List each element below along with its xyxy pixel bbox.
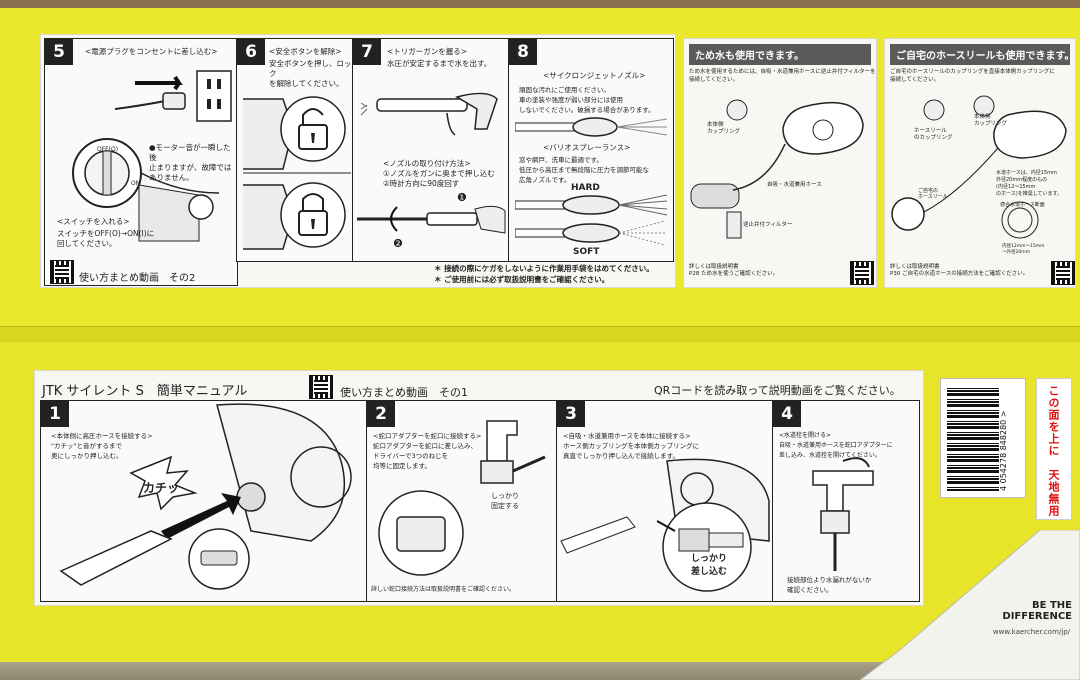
dial-on-label: ON xyxy=(131,180,141,187)
step-text: <蛇口アダプターを蛇口に接続する> 蛇口アダプターを蛇口に差し込み、 ドライバー… xyxy=(373,432,482,470)
panel-header: ご自宅のホースリールも使用できます。 xyxy=(890,44,1075,65)
step-text: <本体側に高圧ホースを接続する> "カチッ"と音がするまで 奥にしっかり押し込む… xyxy=(51,432,153,460)
panel-footer: 詳しくは取扱説明書 P30 ご自宅の水道ホースの接続方法をご確認ください。 xyxy=(890,264,1029,277)
qr-instruction: QRコードを読み取って説明動画をご覧ください。 xyxy=(654,384,901,397)
step-number: 4 xyxy=(773,401,801,427)
manual-title: JTK サイレント S 簡単マニュアル xyxy=(42,384,248,399)
soft-label: SOFT xyxy=(573,247,600,257)
warning-manual: ＊ ご使用前には必ず取扱説明書をご確認ください。 xyxy=(434,275,610,284)
hose-dims: 内径12mm～15mm ～外径20mm xyxy=(1002,244,1045,255)
side-panel-rainwater: ため水も使用できます。 ため水を使用するためには、自吸・水道兼用ホースに逆止弁付… xyxy=(683,38,877,288)
step-number: 5 xyxy=(45,39,73,65)
hose-reel-illustration xyxy=(891,95,1067,239)
trigger-gun-illustration xyxy=(360,92,498,136)
warning-gloves: ＊ 接続の際にケガをしないように作業用手袋をはめてください。 xyxy=(434,264,654,273)
cyclone-nozzle-illustration xyxy=(515,117,668,137)
step-8-panel: 8 <サイクロンジェットノズル> 頑固な汚れにご使用ください。 車の塗装や強度が… xyxy=(508,38,674,262)
hose-coupling-illustration xyxy=(560,458,770,592)
switch-title: <スイッチを入れる> xyxy=(57,217,130,226)
reel-label: ご自宅の ホースリール xyxy=(918,188,948,200)
step-number: 2 xyxy=(367,401,395,427)
step-number: 3 xyxy=(557,401,585,427)
step-number: 8 xyxy=(509,39,537,65)
bottom-step-4-panel: 4 <水道栓を開ける> 自吸・水道兼用ホースを蛇口アダプターに 差し込み、水道栓… xyxy=(772,400,920,602)
nozzle-attach-illustration xyxy=(357,205,506,234)
step-footer: 接続部位より水漏れがないか 確認ください。 xyxy=(787,576,872,594)
reel-coupling-label: ホースリール のカップリング xyxy=(914,128,953,141)
bottom-step-2-panel: 2 <蛇口アダプターを蛇口に接続する> 蛇口アダプターを蛇口に差し込み、 ドライ… xyxy=(366,400,558,602)
this-side-up-label: この面を上に 天地無用 xyxy=(1036,378,1072,520)
dial-off-label: OFF(O) xyxy=(97,146,119,153)
push-in-label: しっかり 差し込む xyxy=(691,554,728,577)
this-side-up-text: この面を上に 天地無用 xyxy=(1047,385,1060,517)
vario-text: 窓や網戸、洗車に最適です。 低圧から高圧まで無段階に圧力を調節可能な 広角ノズル… xyxy=(519,156,649,184)
motor-note: ●モーター音が一瞬した後 止まりますが、故障では ありません。 xyxy=(149,143,232,182)
step-text: <自吸・水道兼用ホースを本体に接続する> ホース側カップリングを本体側カップリン… xyxy=(563,432,700,460)
callout-2: ❷ xyxy=(393,237,403,250)
cyclone-text: 頑固な汚れにご使用ください。 車の塗装や強度が弱い部分には使用 しないでください… xyxy=(519,86,655,114)
vario-title: <バリオスプレーランス> xyxy=(543,143,631,152)
nozzle-title: <ノズルの取り付け方法> xyxy=(383,159,471,168)
step-title: <電源プラグをコンセントに差し込む> xyxy=(85,47,218,56)
filter-label: 逆止弁付フィルター xyxy=(743,222,793,228)
step-5-panel: 5 <電源プラグをコンセントに差し込む> OFF(O) ON ●モーター音が一瞬… xyxy=(44,38,238,286)
barcode-bars xyxy=(947,385,999,491)
qr-code-video-2[interactable] xyxy=(50,260,74,284)
box-flap-corner xyxy=(860,530,1080,680)
hose-connect-illustration xyxy=(59,403,352,590)
bottom-step-3-panel: 3 <自吸・水道兼用ホースを本体に接続する> ホース側カップリングを本体側カップ… xyxy=(556,400,774,602)
tighten-label: しっかり 固定する xyxy=(491,492,519,510)
step-text: 水圧が安定するまで水を出す。 xyxy=(387,59,492,68)
panel-header: ため水も使用できます。 xyxy=(689,44,871,65)
qr-code-video-1[interactable] xyxy=(309,375,333,399)
step-footer: 詳しい蛇口接続方法は取扱説明書をご確認ください。 xyxy=(371,586,516,593)
barcode-digits: 4 054278 848280 > xyxy=(999,410,1008,492)
qr-code-hose-reel[interactable] xyxy=(1051,261,1075,285)
unlock-icon xyxy=(243,96,351,250)
hose-spec: 水道ホースは、内径15mm 外径20mm程度のもの (内径12～15mm のホー… xyxy=(996,170,1063,197)
side-panel-hose-reel: ご自宅のホースリールも使用できます。 ご自宅のホースリールのカップリングを直接本… xyxy=(884,38,1076,288)
step-number: 6 xyxy=(237,39,265,65)
panel-intro: ため水を使用するためには、自吸・水道兼用ホースに逆止弁付フィルターを 接続してく… xyxy=(689,69,876,83)
step-number: 1 xyxy=(41,401,69,427)
faucet-open-illustration xyxy=(812,457,874,571)
switch-text: スイッチをOFF(O)→ON(I)に 回してください。 xyxy=(57,229,155,248)
video-2-label: 使い方まとめ動画 その2 xyxy=(79,273,196,284)
rainwater-illustration xyxy=(690,99,864,239)
nozzle-text: ①ノズルをガンに奥まで押し込む ②時計方向に90度回す xyxy=(383,169,495,188)
hard-label: HARD xyxy=(571,183,600,193)
vario-lance-illustration xyxy=(515,194,668,246)
panel-intro: ご自宅のホースリールのカップリングを直接本体側カップリングに 接続してください。 xyxy=(890,69,1055,83)
bottom-instruction-sheet: JTK サイレント S 簡単マニュアル 使い方まとめ動画 その1 QRコードを読… xyxy=(34,370,924,606)
callout-1: ❶ xyxy=(457,191,467,204)
step-title: <トリガーガンを握る> xyxy=(387,47,468,56)
qr-code-rainwater[interactable] xyxy=(850,261,874,285)
power-plug-illustration xyxy=(114,70,232,122)
step-7-panel: 7 <トリガーガンを握る> 水圧が安定するまで水を出す。 <ノズルの取り付け方法… xyxy=(352,38,510,262)
step-6-panel: 6 <安全ボタンを解除> 安全ボタンを押し、ロック を解除してください。 xyxy=(236,38,354,262)
video-1-label: 使い方まとめ動画 その1 xyxy=(340,386,468,399)
click-sound-label: カチッ xyxy=(143,481,180,495)
cyclone-title: <サイクロンジェットノズル> xyxy=(543,71,646,80)
hose-label: 自吸・水道兼用ホース xyxy=(767,182,822,188)
step-text: <水道栓を開ける> 自吸・水道兼用ホースを蛇口アダプターに 差し込み、水道栓を開… xyxy=(779,432,893,459)
step-text: 安全ボタンを押し、ロック を解除してください。 xyxy=(269,59,352,88)
brand-url[interactable]: www.kaercher.com/jp/ xyxy=(992,628,1070,636)
switch-dial-illustration xyxy=(72,138,220,242)
coupling-label: 本体側 カップリング xyxy=(707,122,741,135)
bottom-step-1-panel: 1 <本体側に高圧ホースを接続する> "カチッ"と音がするまで 奥にしっかり押し… xyxy=(40,400,368,602)
barcode: 4 054278 848280 > xyxy=(940,378,1026,498)
top-instruction-sheet: 5 <電源プラグをコンセントに差し込む> OFF(O) ON ●モーター音が一瞬… xyxy=(40,34,676,288)
faucet-adapter-illustration xyxy=(378,420,546,576)
brand-slogan: BE THE DIFFERENCE xyxy=(1002,600,1072,622)
body-coupling-label: 本体側 カップリング xyxy=(974,114,1008,127)
panel-footer: 詳しくは取扱説明書 P28 ため水を使うご確認ください。 xyxy=(689,264,779,277)
step-title: <安全ボタンを解除> xyxy=(269,47,342,56)
section-label: 適合水道ホース断面 xyxy=(1000,202,1045,208)
wood-floor xyxy=(0,662,1080,680)
step-number: 7 xyxy=(353,39,381,65)
